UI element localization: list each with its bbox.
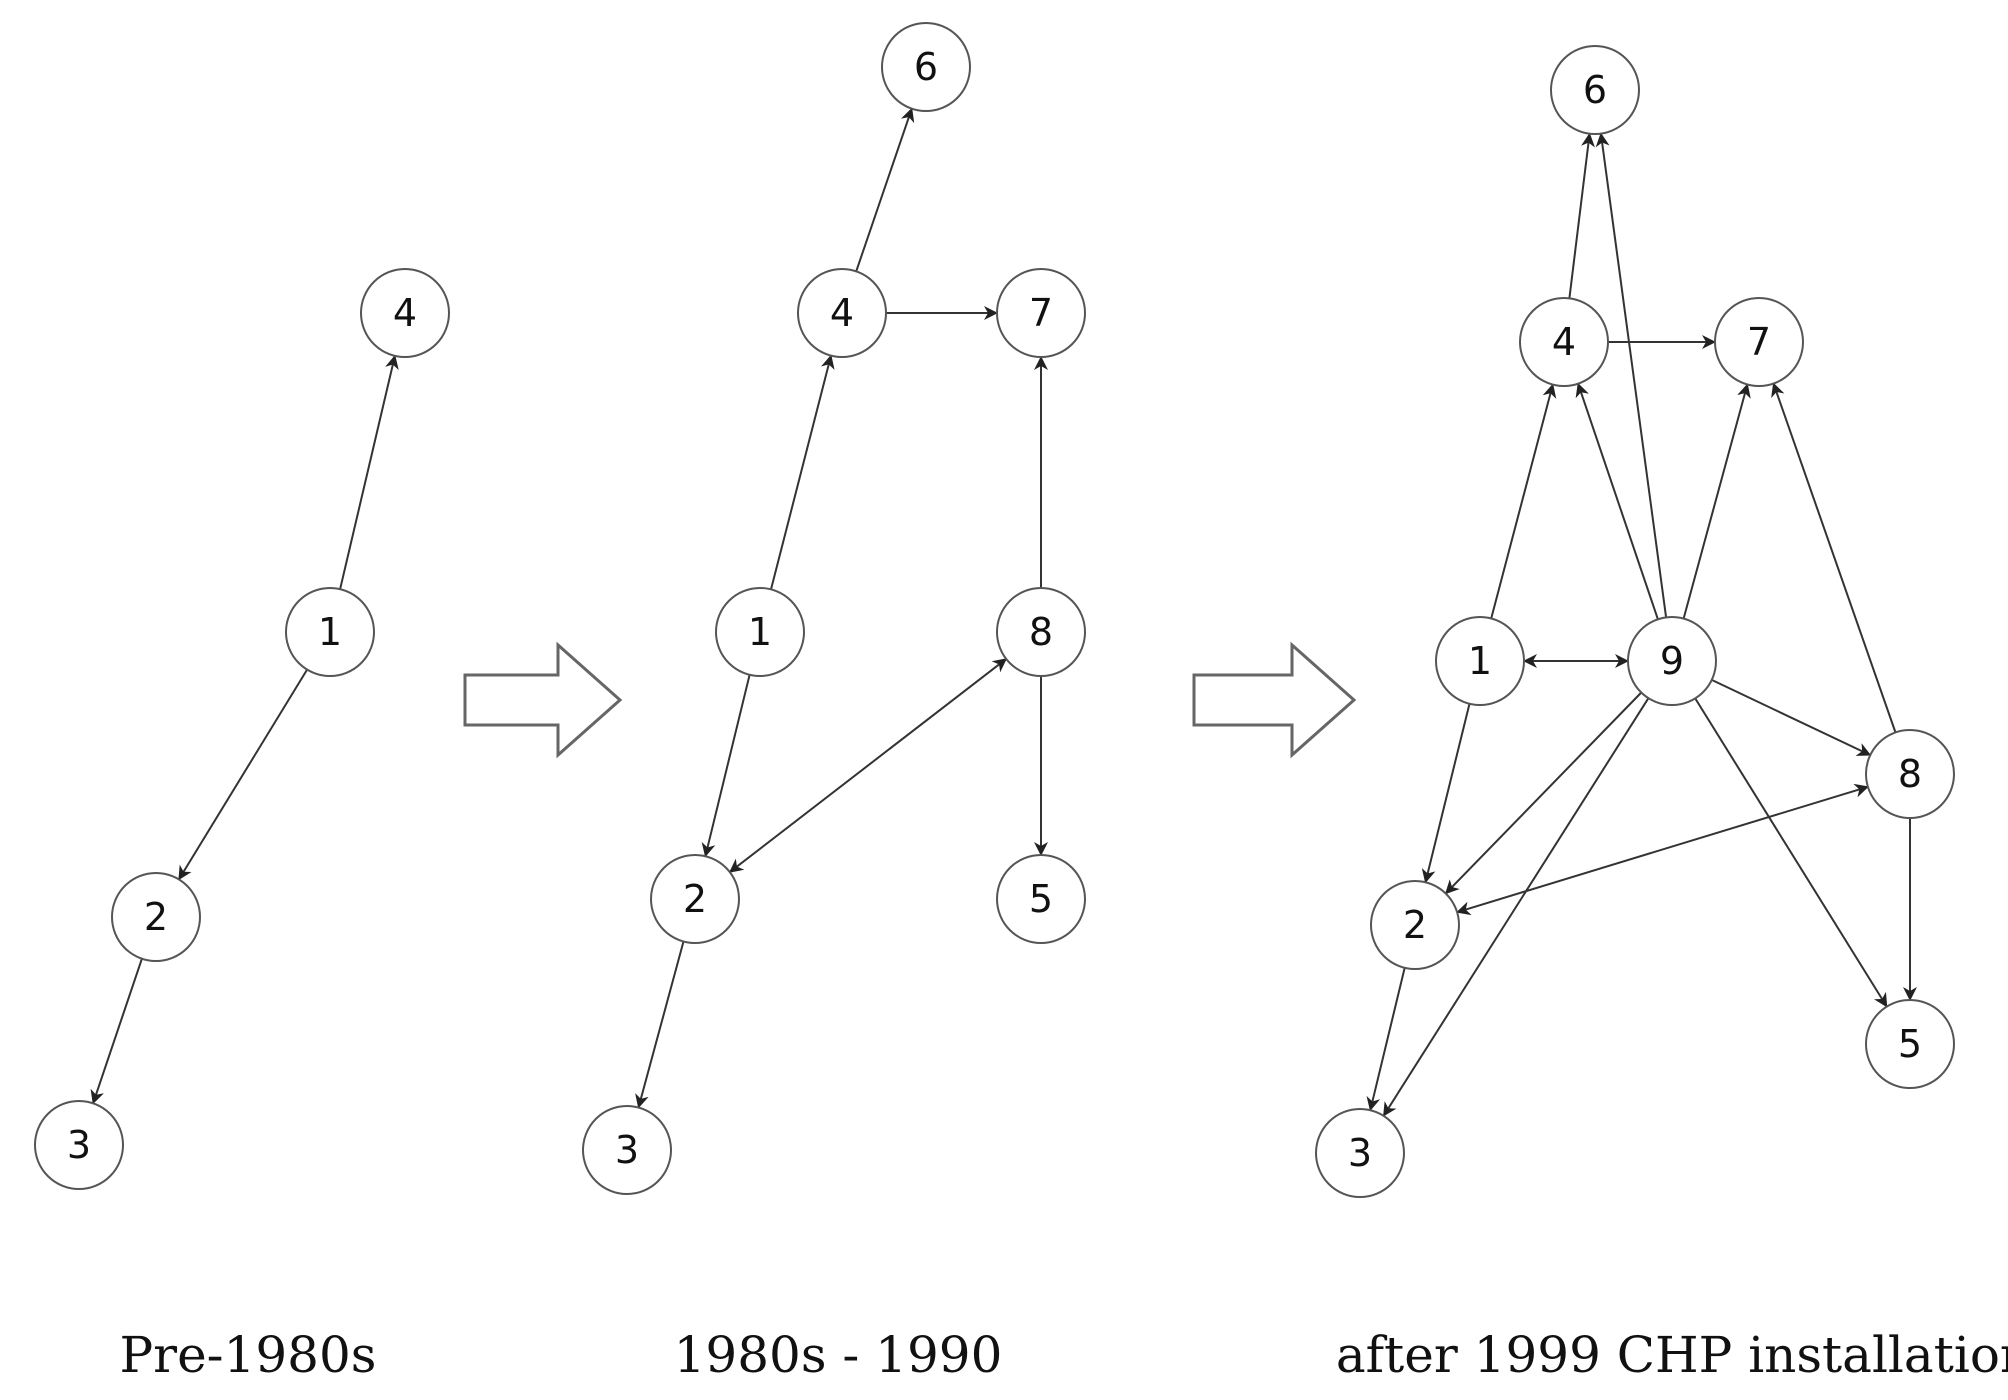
- node-4: 4: [797, 268, 887, 358]
- edge-9-to-5: [1694, 697, 1888, 1008]
- transition-arrow-2: [1192, 641, 1357, 759]
- node-circle: [996, 268, 1086, 358]
- edge-2-to-8: [1456, 783, 1869, 916]
- node-label: 7: [1029, 291, 1053, 335]
- edge-2-to-8: [729, 658, 1007, 873]
- node-3: 3: [582, 1105, 672, 1195]
- caption-pre-1980s: Pre-1980s: [120, 1326, 377, 1384]
- edge-4-to-6: [1568, 132, 1595, 299]
- node-5: 5: [1865, 999, 1955, 1089]
- node-6: 6: [881, 22, 971, 112]
- node-circle: [996, 587, 1086, 677]
- node-circle: [1315, 1108, 1405, 1198]
- edge-4-to-6: [855, 107, 915, 272]
- node-label: 4: [1552, 320, 1576, 364]
- edge-2-to-3: [635, 941, 685, 1109]
- node-label: 1: [318, 610, 342, 654]
- caption-1980s-1990: 1980s - 1990: [674, 1326, 1003, 1384]
- node-2: 2: [1370, 880, 1460, 970]
- node-label: 9: [1660, 639, 1684, 683]
- node-9: 9: [1627, 616, 1717, 706]
- node-circle: [715, 587, 805, 677]
- node-2: 2: [650, 854, 740, 944]
- node-label: 3: [615, 1128, 639, 1172]
- edge-1-to-2: [178, 669, 308, 881]
- node-circle: [1865, 999, 1955, 1089]
- node-label: 4: [830, 291, 854, 335]
- node-circle: [1627, 616, 1717, 706]
- node-label: 4: [393, 291, 417, 335]
- node-4: 4: [1519, 297, 1609, 387]
- node-5: 5: [996, 854, 1086, 944]
- node-circle: [34, 1100, 124, 1190]
- node-circle: [650, 854, 740, 944]
- node-label: 3: [1348, 1131, 1372, 1175]
- node-label: 7: [1747, 320, 1771, 364]
- node-label: 2: [683, 877, 707, 921]
- caption-after-1999-chp: after 1999 CHP installation: [1336, 1326, 2008, 1384]
- node-label: 2: [1403, 903, 1427, 947]
- node-8: 8: [996, 587, 1086, 677]
- node-1: 1: [715, 587, 805, 677]
- node-label: 8: [1029, 610, 1053, 654]
- panel-1980s-1990: 6 4 7 1 8 2 5 3: [582, 22, 1086, 1195]
- node-label: 8: [1898, 752, 1922, 796]
- node-circle: [881, 22, 971, 112]
- node-circle: [1714, 297, 1804, 387]
- node-circle: [797, 268, 887, 358]
- node-7: 7: [996, 268, 1086, 358]
- edge-1-to-4: [770, 354, 835, 590]
- edge-2-to-3: [1366, 967, 1406, 1112]
- node-label: 3: [67, 1123, 91, 1167]
- node-circle: [1519, 297, 1609, 387]
- node-circle: [996, 854, 1086, 944]
- edge-1-to-2: [1421, 703, 1471, 884]
- node-label: 5: [1898, 1022, 1922, 1066]
- edge-8-to-7: [1771, 382, 1897, 733]
- edge-1-to-2: [701, 674, 751, 858]
- node-3: 3: [34, 1100, 124, 1190]
- node-circle: [582, 1105, 672, 1195]
- node-circle: [1435, 616, 1525, 706]
- node-1: 1: [285, 587, 375, 677]
- node-label: 2: [144, 895, 168, 939]
- node-circle: [1865, 729, 1955, 819]
- node-circle: [111, 872, 201, 962]
- node-label: 5: [1029, 877, 1053, 921]
- node-circle: [1550, 45, 1640, 135]
- edge-9-to-8: [1711, 678, 1872, 757]
- panel-pre-1980s: 4 1 2 3: [34, 268, 450, 1190]
- node-circle: [360, 268, 450, 358]
- node-7: 7: [1714, 297, 1804, 387]
- node-label: 1: [748, 610, 772, 654]
- node-4: 4: [360, 268, 450, 358]
- edge-2-to-3: [90, 958, 143, 1105]
- node-label: 6: [914, 45, 938, 89]
- node-3: 3: [1315, 1108, 1405, 1198]
- node-2: 2: [111, 872, 201, 962]
- node-6: 6: [1550, 45, 1640, 135]
- edge-1-to-4: [1490, 383, 1557, 619]
- edge-1-to-4: [339, 354, 399, 590]
- transition-arrow-1: [463, 641, 623, 759]
- edge-9-to-6: [1595, 132, 1668, 618]
- node-8: 8: [1865, 729, 1955, 819]
- node-1: 1: [1435, 616, 1525, 706]
- node-label: 1: [1468, 639, 1492, 683]
- panel-after-1999-chp: 6 4 7 1 9 8 2 5 3: [1315, 45, 1955, 1198]
- edge-9-to-4: [1575, 382, 1659, 620]
- edge-9-to-7: [1682, 383, 1751, 619]
- node-circle: [1370, 880, 1460, 970]
- node-circle: [285, 587, 375, 677]
- node-label: 6: [1583, 68, 1607, 112]
